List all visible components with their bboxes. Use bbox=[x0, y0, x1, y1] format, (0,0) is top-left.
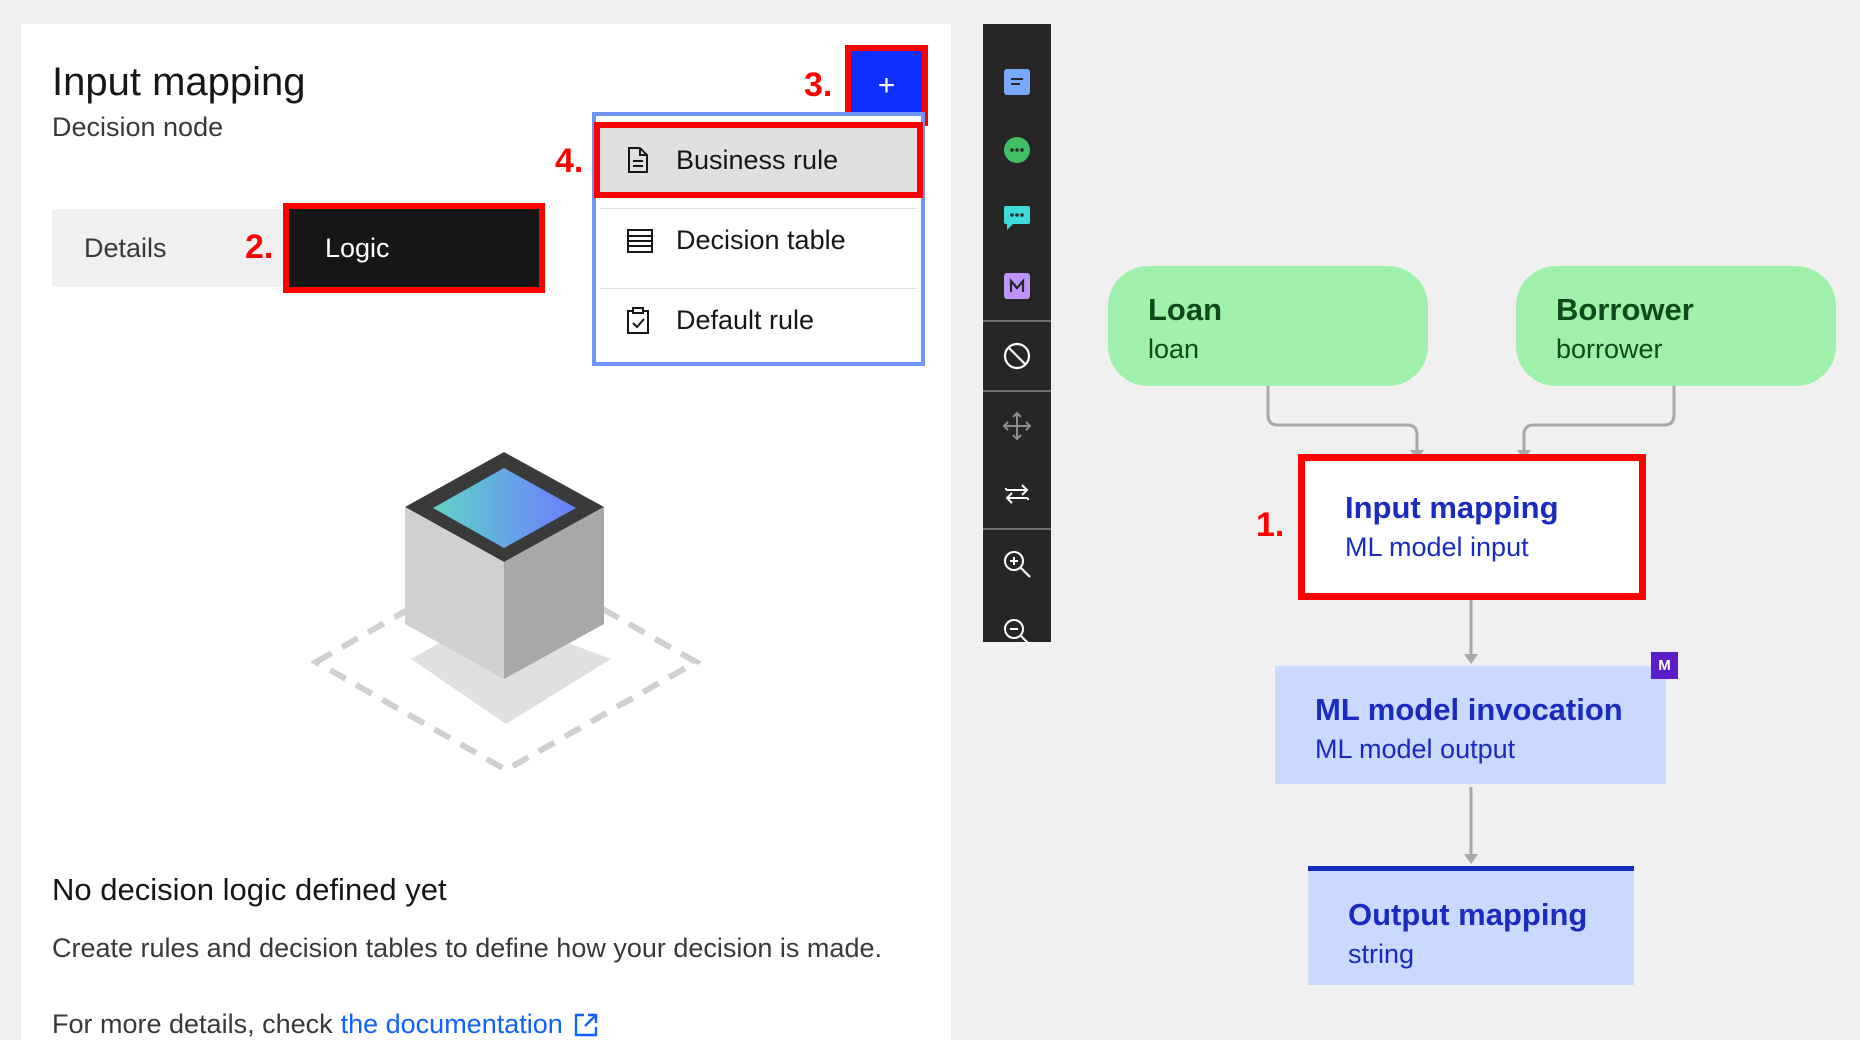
prohibit-icon[interactable] bbox=[983, 322, 1051, 390]
node-subtitle: string bbox=[1348, 939, 1415, 969]
node-input-mapping[interactable]: Input mapping ML model input bbox=[1298, 454, 1646, 600]
menu-item-business-rule[interactable]: Business rule bbox=[594, 122, 923, 198]
node-title: Loan bbox=[1148, 292, 1223, 327]
empty-state-title: No decision logic defined yet bbox=[52, 872, 447, 907]
node-borrower[interactable]: Borrower borrower bbox=[1516, 266, 1836, 386]
empty-state-more: For more details, check the documentatio… bbox=[52, 1009, 599, 1040]
menu-item-label: Business rule bbox=[676, 144, 839, 175]
menu-item-label: Decision table bbox=[676, 225, 846, 255]
node-title: Borrower bbox=[1556, 292, 1694, 327]
ml-model-badge: M bbox=[1651, 652, 1678, 679]
zoom-out-icon[interactable] bbox=[983, 598, 1051, 666]
annotation-step-3: 3. bbox=[804, 66, 833, 104]
document-icon bbox=[626, 146, 676, 174]
toolbar-divider bbox=[983, 390, 1051, 392]
clipboard-check-icon bbox=[626, 306, 676, 335]
notes-icon[interactable] bbox=[983, 48, 1051, 116]
chat-dots-icon[interactable] bbox=[983, 116, 1051, 184]
node-loan[interactable]: Loan loan bbox=[1108, 266, 1428, 386]
add-logic-button[interactable]: + bbox=[845, 45, 928, 126]
annotation-step-2: 2. bbox=[245, 228, 274, 266]
node-subtitle: ML model input bbox=[1345, 532, 1529, 562]
more-prefix: For more details, check bbox=[52, 1009, 333, 1039]
menu-item-decision-table[interactable]: Decision table bbox=[600, 208, 917, 272]
menu-item-label: Default rule bbox=[676, 305, 815, 335]
annotation-step-4: 4. bbox=[555, 142, 584, 180]
zoom-in-icon[interactable] bbox=[983, 530, 1051, 598]
empty-state-body: Create rules and decision tables to defi… bbox=[52, 933, 882, 963]
add-logic-menu: Business rule Decision table Default rul… bbox=[592, 112, 925, 366]
tab-details[interactable]: Details bbox=[84, 232, 167, 263]
panel-subtitle: Decision node bbox=[52, 112, 224, 142]
table-icon bbox=[626, 228, 676, 254]
ml-model-icon[interactable] bbox=[983, 252, 1051, 320]
node-subtitle: borrower bbox=[1556, 334, 1663, 364]
launch-icon[interactable] bbox=[573, 1012, 599, 1038]
swap-icon[interactable] bbox=[983, 460, 1051, 528]
toolbar-divider bbox=[983, 320, 1051, 322]
comment-icon[interactable] bbox=[983, 184, 1051, 252]
panel-title: Input mapping bbox=[52, 60, 306, 104]
menu-item-default-rule[interactable]: Default rule bbox=[600, 288, 917, 352]
documentation-link[interactable]: the documentation bbox=[340, 1009, 563, 1039]
move-icon[interactable] bbox=[983, 392, 1051, 460]
toolbar-divider bbox=[983, 528, 1051, 530]
empty-state-illustration bbox=[309, 434, 703, 794]
node-ml-model-invocation[interactable]: ML model invocation ML model output bbox=[1275, 666, 1666, 784]
node-subtitle: ML model output bbox=[1315, 734, 1516, 764]
node-output-mapping[interactable]: Output mapping string bbox=[1308, 866, 1634, 985]
canvas-toolbar bbox=[983, 24, 1051, 646]
annotation-step-1: 1. bbox=[1256, 506, 1285, 544]
node-title: ML model invocation bbox=[1315, 692, 1623, 727]
tab-logic[interactable]: Logic bbox=[283, 203, 545, 293]
node-title: Output mapping bbox=[1348, 897, 1588, 932]
node-subtitle: loan bbox=[1148, 334, 1200, 364]
node-title: Input mapping bbox=[1345, 490, 1559, 525]
